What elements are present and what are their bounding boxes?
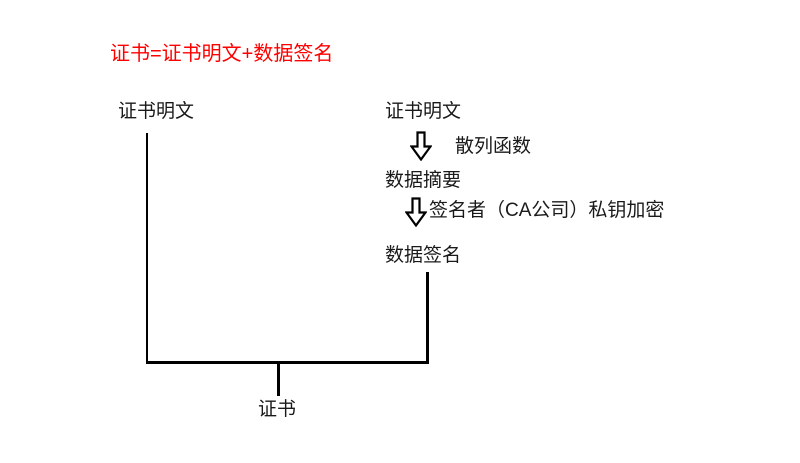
down-arrow-icon [405, 197, 427, 227]
hash-function-label: 散列函数 [455, 136, 532, 157]
down-arrow-icon [410, 131, 432, 161]
left-certificate-plaintext-label: 证书明文 [118, 101, 195, 122]
diagram-title: 证书=证书明文+数据签名 [110, 43, 334, 65]
result-stem-line [277, 363, 280, 396]
left-branch-connector-line [146, 133, 148, 363]
private-key-encrypt-label: 签名者（CA公司）私钥加密 [429, 200, 665, 221]
data-digest-label: 数据摘要 [385, 170, 462, 191]
certificate-result-label: 证书 [258, 399, 297, 420]
data-signature-label: 数据签名 [385, 245, 462, 266]
right-certificate-plaintext-label: 证书明文 [385, 101, 462, 122]
merge-horizontal-line [146, 361, 429, 364]
right-branch-connector-line [426, 272, 429, 363]
